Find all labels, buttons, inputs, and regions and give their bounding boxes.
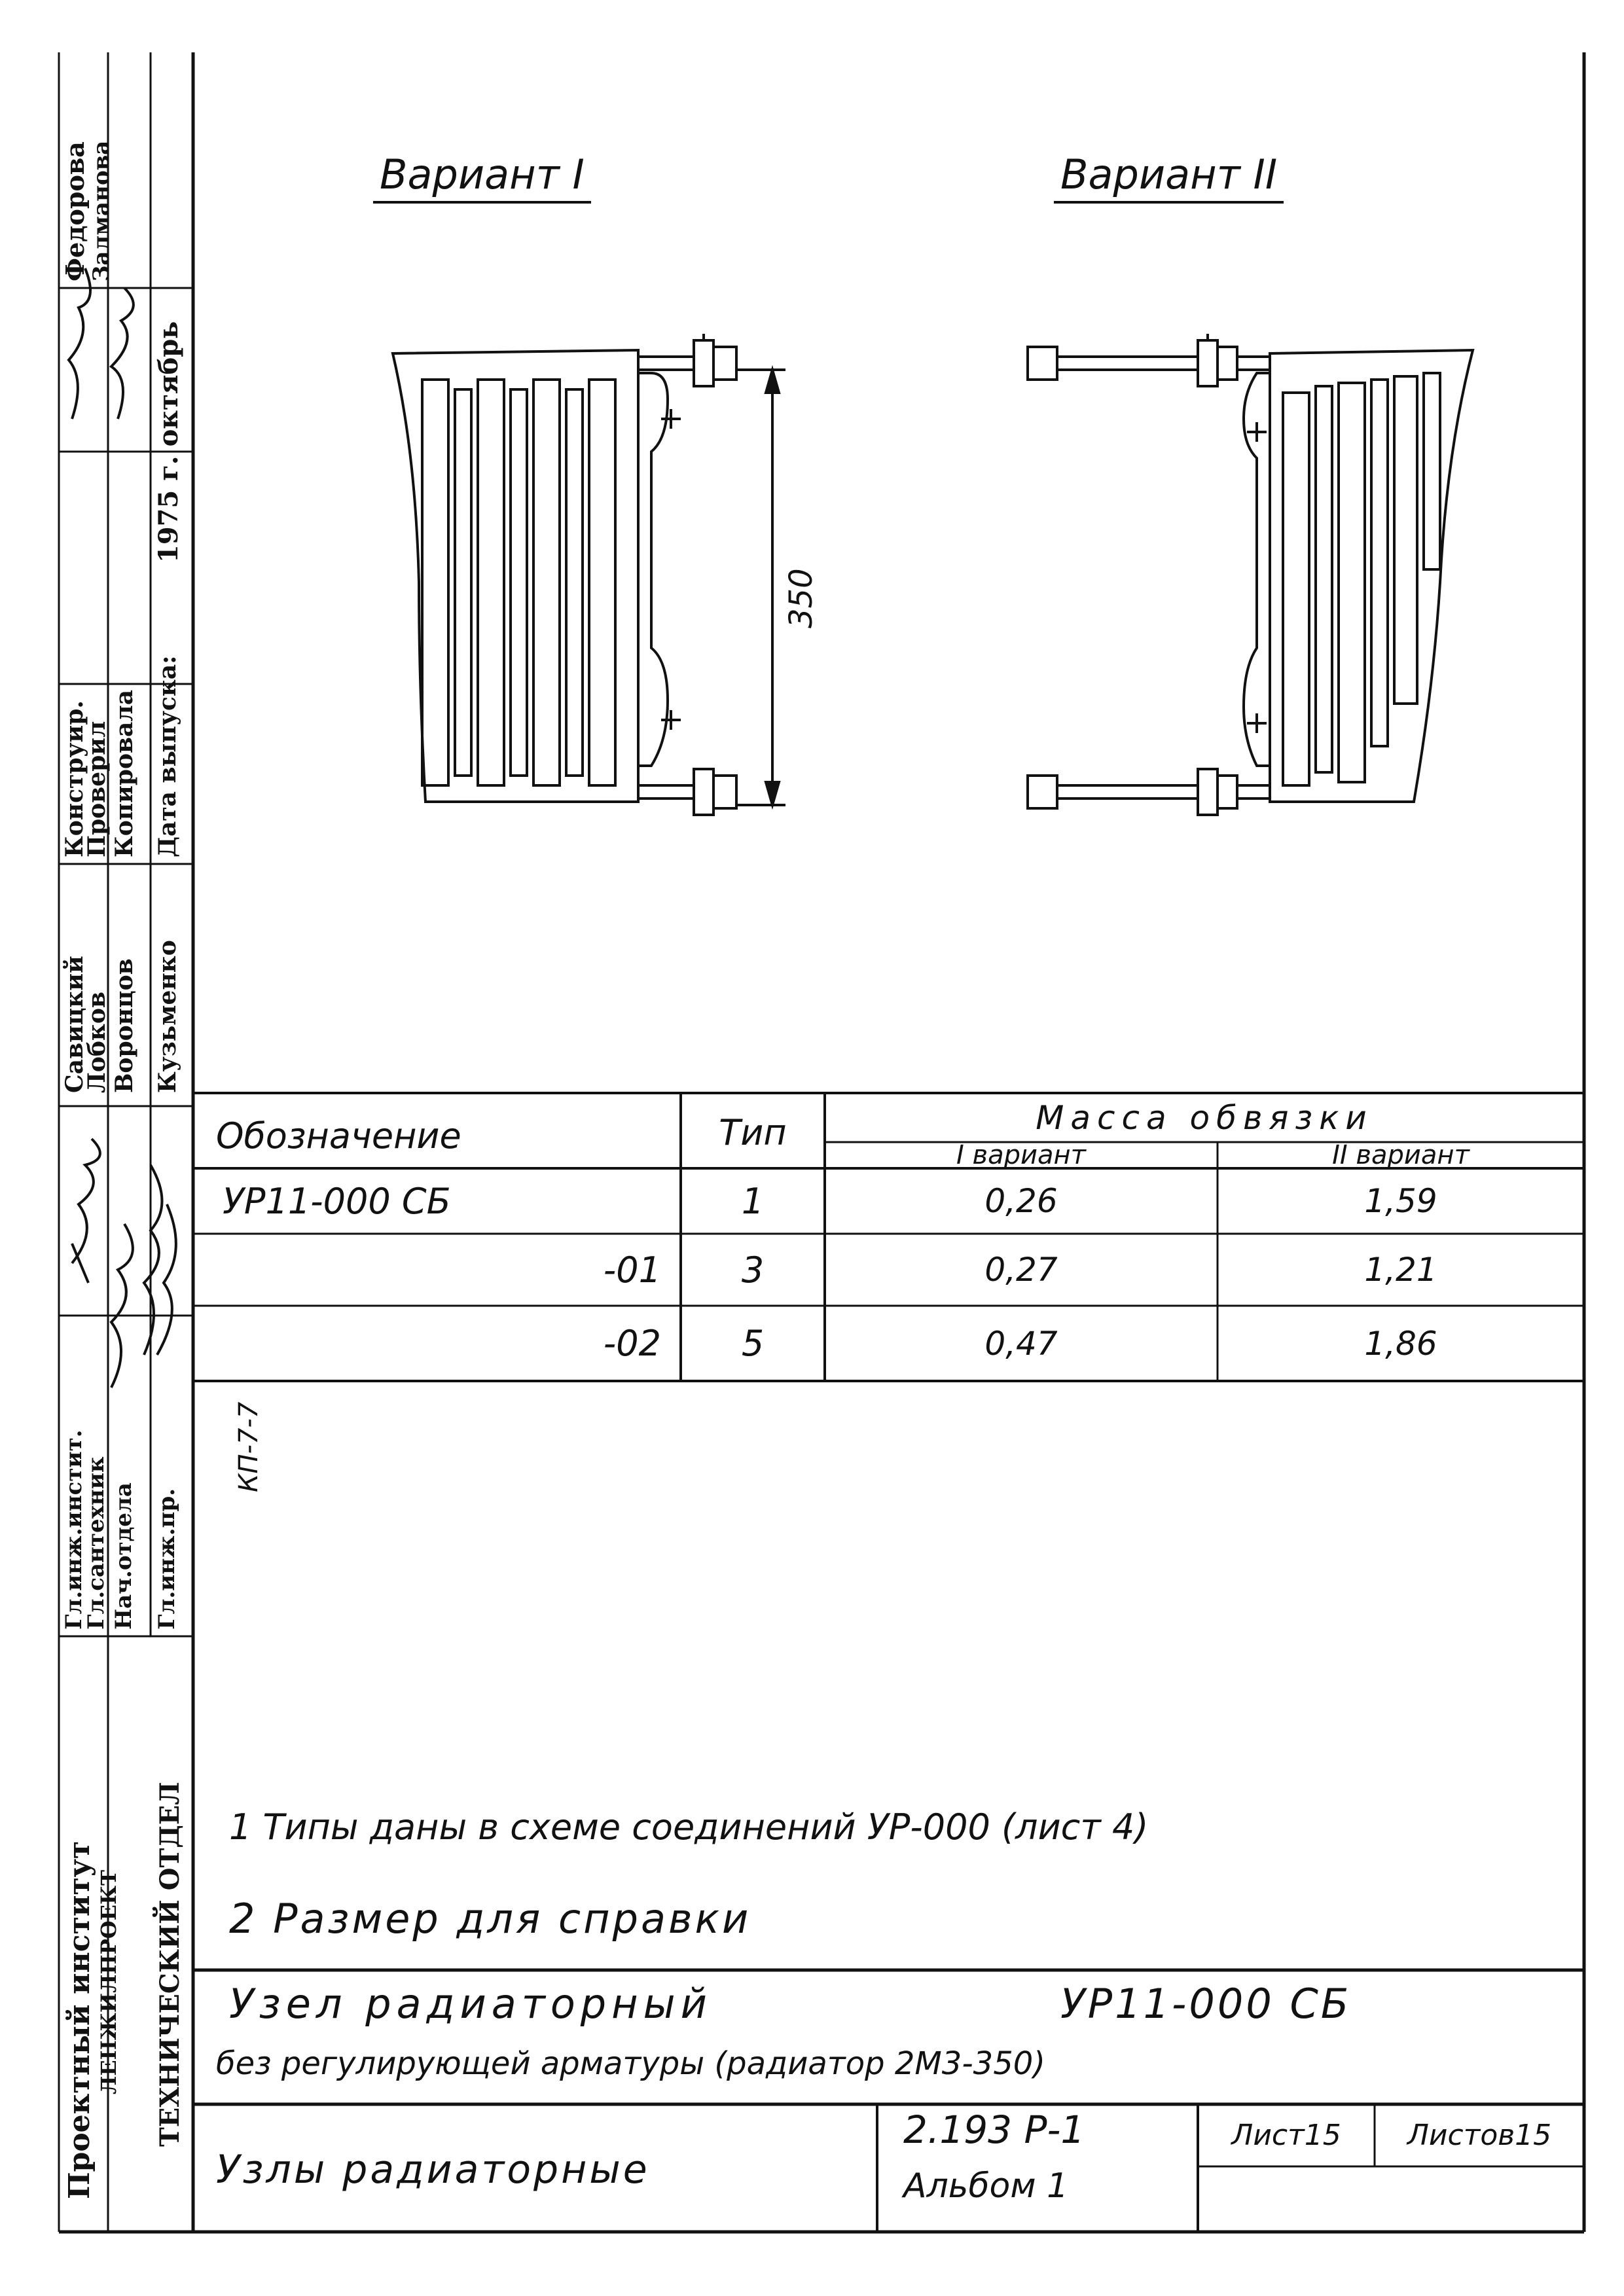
note-1: 1 Типы даны в схеме соединений УР-000 (л… bbox=[229, 1806, 1149, 1848]
album-name: Узлы радиаторные bbox=[216, 2147, 650, 2193]
handwritten-annotation: КП-7-7 bbox=[234, 1401, 264, 1492]
title-line-1: Узел радиаторный bbox=[229, 1980, 712, 2028]
variant-2-heading: Вариант II bbox=[1054, 151, 1284, 204]
org-name: Проектный институт bbox=[63, 1840, 96, 2199]
table-cell-mass-v1: 0,47 bbox=[984, 1324, 1058, 1363]
table-cell-mass-v1: 0,27 bbox=[984, 1251, 1058, 1289]
variant-1-heading: Вариант I bbox=[373, 151, 591, 204]
table-cell-type: 3 bbox=[741, 1249, 765, 1291]
sheet-count: Листов15 bbox=[1407, 2119, 1552, 2152]
table-header-type: Тип bbox=[719, 1111, 787, 1153]
department-name: ТЕХНИЧЕСКИЙ ОТДЕЛ bbox=[154, 1782, 185, 2147]
radiator-variant-2-drawing bbox=[1026, 334, 1475, 816]
table-header-mass-v1: I вариант bbox=[956, 1140, 1086, 1170]
table-cell-mass-v2: 1,59 bbox=[1364, 1182, 1437, 1220]
table-cell-mass-v1: 0,26 bbox=[984, 1182, 1058, 1220]
document-number: 2.193 Р-1 bbox=[903, 2108, 1085, 2152]
table-cell-designation: УР11-000 СБ bbox=[223, 1180, 451, 1222]
table-cell-type: 1 bbox=[741, 1180, 765, 1222]
table-header-mass: Масса обвязки bbox=[1036, 1099, 1373, 1137]
note-2: 2 Размер для справки bbox=[229, 1895, 751, 1943]
table-header-designation: Обозначение bbox=[216, 1115, 461, 1157]
table-header-mass-v2: II вариант bbox=[1332, 1140, 1470, 1170]
title-code: УР11-000 СБ bbox=[1060, 1980, 1352, 2028]
table-cell-mass-v2: 1,21 bbox=[1364, 1251, 1437, 1289]
title-line-2: без регулирующей арматуры (радиатор 2М3-… bbox=[216, 2045, 1046, 2082]
table-cell-mass-v2: 1,86 bbox=[1364, 1324, 1437, 1363]
table-cell-type: 5 bbox=[741, 1323, 765, 1364]
radiator-variant-1-drawing bbox=[391, 334, 785, 816]
table-cell-designation: -01 bbox=[603, 1249, 661, 1291]
album-number: Альбом 1 bbox=[903, 2166, 1069, 2206]
signatures bbox=[67, 268, 177, 1388]
org-name-2: ЛЕНЖИЛПРОЕКТ bbox=[96, 1870, 121, 2094]
table-cell-designation: -02 bbox=[603, 1323, 661, 1364]
dimension-label: 350 bbox=[783, 568, 820, 628]
sheet-number: Лист15 bbox=[1231, 2119, 1341, 2152]
